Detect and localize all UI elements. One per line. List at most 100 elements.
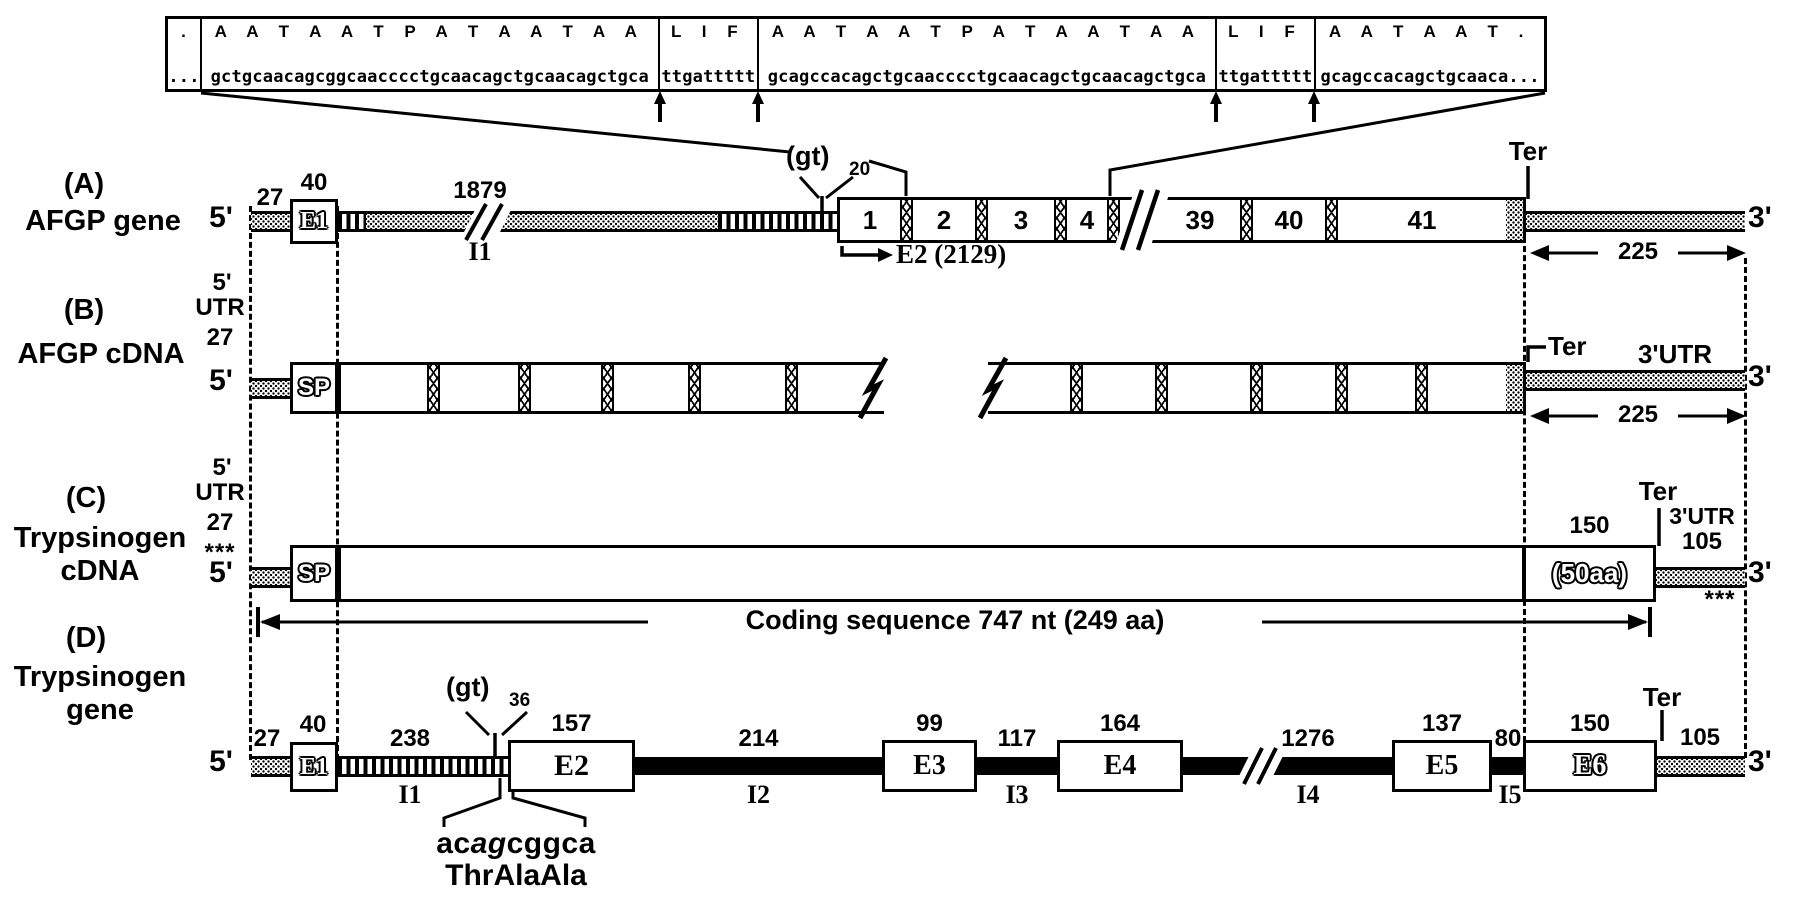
right-alignment-dash-1	[1523, 246, 1526, 742]
row-c-cterm-box: (50aa)	[1523, 545, 1656, 602]
row-a-intron1-label: I1	[468, 237, 492, 266]
row-a-utr3-length: 225	[1598, 240, 1678, 264]
row-b-utr5-label-1: 5'	[212, 269, 232, 296]
row-c-sp-label: SP	[297, 559, 330, 587]
segment-spacer	[1250, 365, 1263, 411]
segment-spacer	[1415, 365, 1428, 411]
repeat-segment: 2	[936, 204, 952, 235]
coding-sequence-label: Coding sequence 747 nt (249 aa)	[648, 607, 1262, 634]
nt-row: ttgattttt	[1218, 67, 1313, 87]
segment-spacer	[1070, 365, 1083, 411]
row-b-utr3-length: 225	[1598, 403, 1678, 427]
repeat-segment: 4	[1079, 204, 1095, 235]
row-d-exon3-length: 99	[916, 710, 943, 737]
row-d-name-line2: gene	[66, 694, 134, 726]
row-a-intron1-length: 1879	[453, 177, 507, 204]
row-c-terminator-label: Ter	[1638, 476, 1678, 506]
row-d-intron4-label: I4	[1296, 780, 1320, 809]
row-d-intron2-bar	[635, 757, 882, 775]
row-d-intron5-bar	[1492, 757, 1525, 775]
aa-row: A A T A A T .	[1328, 22, 1532, 41]
exon2-stipple-sliver	[1506, 200, 1523, 240]
row-d-intron5-length: 80	[1494, 725, 1522, 752]
row-c-utr5-length: 27	[206, 509, 234, 536]
segment-spacer	[1155, 365, 1168, 411]
row-d-intron1-length: 238	[389, 725, 431, 752]
aa-row: A A T A A T P A T A A T A A	[771, 22, 1203, 41]
segment-spacer	[975, 200, 988, 240]
row-d-exon2-label: E2	[553, 749, 589, 782]
row-b-terminator-label: Ter	[1548, 331, 1587, 361]
row-c-coding-box	[338, 545, 1525, 602]
row-d-exon4-box: E4	[1057, 740, 1183, 792]
row-d-intron3-label: I3	[1005, 780, 1029, 809]
row-d-gt-repeat-label: (gt)	[446, 672, 490, 702]
panel-c-label: (C)	[65, 482, 107, 514]
row-d-exon5-label: E5	[1425, 750, 1459, 781]
row-b-three-prime: 3'	[1748, 360, 1772, 393]
segment-spacer	[1240, 200, 1253, 240]
nt-row: gcagccacagctgcaaca...	[1320, 67, 1540, 87]
segment-spacer	[1335, 365, 1348, 411]
row-d-exon3-label: E3	[913, 750, 946, 781]
row-d-intron4-bar	[1183, 757, 1392, 775]
row-a-utr5-bar	[251, 211, 290, 232]
row-a-exon2-length-label: E2 (2129)	[896, 239, 1007, 269]
row-d-exon2-box: E2	[508, 740, 635, 792]
row-c-utr5-bar	[251, 567, 292, 588]
row-c-utr5-label-1: 5'	[212, 454, 232, 481]
row-d-exon5-length: 137	[1421, 710, 1463, 737]
exon2-start-arrow	[840, 246, 893, 262]
panel-b-label: (B)	[63, 294, 105, 326]
row-c-utr3-label: 3'UTR	[1669, 503, 1735, 529]
row-b-signal-peptide-box: SP	[290, 362, 338, 414]
segment-spacer	[427, 365, 440, 411]
row-a-intron1-bar	[366, 211, 718, 232]
row-b-utr5-label-2: UTR	[195, 294, 245, 321]
junction-nt-right: cggca	[506, 827, 596, 860]
left-alignment-dash-1	[249, 206, 252, 760]
junction-nt-left: ac	[436, 827, 471, 860]
row-b-utr5-bar	[251, 378, 290, 399]
row-d-intron2-length: 214	[738, 725, 779, 752]
repeat-segment: 41	[1407, 204, 1437, 235]
row-d-exon6-length: 150	[1569, 710, 1611, 737]
sequence-spacer-cell: L I F ttgattttt	[1217, 19, 1317, 89]
aa-row: L I F	[671, 22, 746, 41]
junction-nt-splice-ag: ag	[470, 827, 507, 860]
row-c-name-line2: cDNA	[60, 555, 140, 587]
row-b-cdna-box-right	[988, 362, 1526, 414]
row-d-exon1-box: E1	[290, 742, 338, 792]
sequence-repeat-cell: A A T A A T P A T A A T A A gctgcaacagcg…	[202, 19, 660, 89]
right-alignment-dash-2	[1744, 258, 1747, 758]
row-d-intron2-label: I2	[746, 780, 771, 809]
sequence-boundary-arrows	[654, 91, 1320, 122]
row-a-terminator-label: Ter	[1508, 136, 1548, 166]
row-d-exon2-length: 157	[551, 710, 592, 737]
row-b-five-prime: 5'	[209, 364, 233, 397]
row-a-name: AFGP gene	[25, 205, 181, 237]
exon2-break-gap	[1120, 200, 1160, 240]
row-a-three-prime: 3'	[1748, 201, 1772, 234]
row-c-cterm-label: (50aa)	[1551, 558, 1628, 588]
row-c-five-prime: 5'	[209, 556, 233, 589]
nt-dots: ...	[168, 67, 200, 87]
row-d-utr3-bar	[1657, 756, 1745, 777]
row-d-exon6-label: E6	[1573, 750, 1607, 781]
segment-spacer	[601, 365, 614, 411]
row-d-intron4-length: 1276	[1281, 725, 1335, 752]
row-c-signal-peptide-box: SP	[290, 545, 338, 602]
row-d-exon1-label: E1	[299, 753, 328, 780]
repeat-sequence-panel: . ... A A T A A T P A T A A T A A gctgca…	[165, 16, 1547, 92]
sequence-repeat-cell: A A T A A T P A T A A T A A gcagccacagct…	[759, 19, 1217, 89]
panel-d-label: (D)	[65, 622, 107, 654]
segment-spacer	[785, 365, 798, 411]
row-a-utr3-bar	[1526, 211, 1745, 232]
sequence-spacer-cell: L I F ttgattttt	[660, 19, 760, 89]
aa-row: L I F	[1228, 22, 1303, 41]
row-d-utr5-bar	[251, 756, 290, 777]
row-a-gt-microsatellite-bar	[718, 211, 837, 232]
nt-row: gctgcaacagcggcaacccctgcaacagctgcaacagctg…	[210, 67, 649, 87]
row-b-sp-label: SP	[297, 374, 330, 401]
segment-spacer	[1107, 200, 1120, 240]
